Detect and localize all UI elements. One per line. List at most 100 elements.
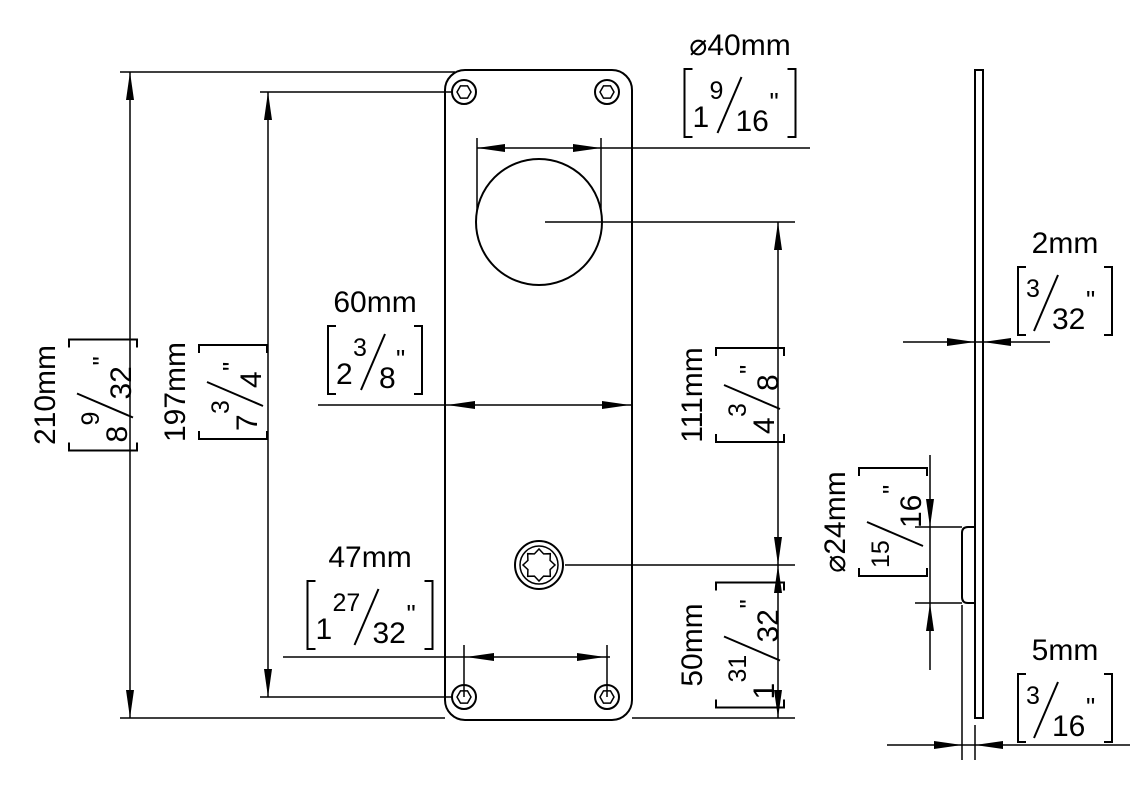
inch-denominator: 4 xyxy=(235,371,268,388)
side-plate xyxy=(974,69,984,719)
spindle-inner xyxy=(519,545,559,585)
arrowhead xyxy=(573,144,601,152)
fraction-slash xyxy=(716,76,743,134)
inch-denominator: 32 xyxy=(105,366,138,399)
metric-value: ⌀40mm xyxy=(689,29,790,62)
arrowhead xyxy=(774,690,782,718)
arrowhead xyxy=(602,401,630,409)
hex-socket-icon xyxy=(456,690,472,704)
inch-denominator: 8 xyxy=(752,374,785,391)
inch-numerator: 31 xyxy=(724,655,752,683)
inch-whole: 4 xyxy=(748,417,781,434)
metric-value: 50mm xyxy=(676,603,709,686)
fraction-slash xyxy=(360,333,386,391)
inch-mark: " xyxy=(217,362,247,371)
inch-mark: " xyxy=(1086,692,1095,722)
hex-socket-icon xyxy=(599,690,615,704)
arrowhead xyxy=(264,92,272,120)
fraction-slash xyxy=(1033,274,1059,332)
inch-denominator: 16 xyxy=(895,495,928,528)
inch-denominator: 32 xyxy=(752,609,785,642)
arrowhead xyxy=(926,603,934,631)
metric-value: ⌀24mm xyxy=(819,471,852,572)
arrowhead xyxy=(774,222,782,250)
fraction-slash xyxy=(866,521,924,547)
fraction-slash xyxy=(76,392,134,419)
inch-whole: 1 xyxy=(748,683,781,700)
inch-numerator: 9 xyxy=(710,77,724,105)
inch-denominator: 8 xyxy=(379,362,396,395)
bracket xyxy=(68,338,138,452)
inch-mark: " xyxy=(1086,285,1095,315)
inch-whole: 1 xyxy=(316,613,333,646)
metric-value: 5mm xyxy=(1032,634,1099,667)
dim-label-total-depth: 5mm 3 16" xyxy=(1017,634,1113,743)
inch-denominator: 32 xyxy=(1052,303,1085,336)
fraction-slash xyxy=(353,588,380,646)
inch-numerator: 3 xyxy=(1026,682,1040,710)
arrowhead xyxy=(126,690,134,718)
inch-mark: " xyxy=(734,599,764,608)
bracket xyxy=(683,68,797,138)
side-boss xyxy=(961,526,975,604)
arrowhead xyxy=(983,338,1011,346)
spindle-hole xyxy=(514,540,564,590)
fraction-slash xyxy=(723,384,781,410)
plate-outline xyxy=(444,69,633,721)
inch-numerator: 3 xyxy=(353,334,367,362)
inch-denominator: 16 xyxy=(736,105,769,138)
dimension-labels: ⌀40mm1916"60mm238"47mm12732"2mm332"5mm31… xyxy=(29,29,1113,743)
metric-value: 60mm xyxy=(333,286,416,319)
arrowhead xyxy=(934,741,962,749)
bracket xyxy=(1017,673,1113,743)
arrowhead xyxy=(774,565,782,593)
inch-numerator: 3 xyxy=(1026,275,1040,303)
arrowhead xyxy=(126,72,134,100)
inch-numerator: 3 xyxy=(724,403,752,417)
metric-value: 2mm xyxy=(1032,227,1099,260)
inch-mark: " xyxy=(87,356,117,365)
fraction-slash xyxy=(206,381,264,407)
bracket xyxy=(198,344,268,440)
inch-whole: 2 xyxy=(336,358,353,391)
arrowhead xyxy=(264,669,272,697)
arrowhead xyxy=(774,537,782,565)
metric-value: 197mm xyxy=(159,342,192,442)
screw-head xyxy=(594,79,620,105)
dimension-lines xyxy=(120,71,1130,760)
inch-mark: " xyxy=(770,87,779,117)
fraction-slash xyxy=(1033,681,1059,739)
metric-value: 47mm xyxy=(328,541,411,574)
inch-denominator: 32 xyxy=(373,617,406,650)
inch-numerator: 9 xyxy=(77,412,105,426)
inch-whole: 1 xyxy=(693,101,710,134)
inch-mark: " xyxy=(877,485,907,494)
bracket xyxy=(327,325,423,395)
inch-whole: 7 xyxy=(231,414,264,431)
arrowhead xyxy=(926,499,934,527)
bracket xyxy=(306,580,434,650)
spindle-star-icon xyxy=(521,547,557,583)
dim-label-plate-thickness: 2mm 3 32" xyxy=(1017,227,1113,336)
front-view xyxy=(444,69,633,721)
arrowhead xyxy=(466,653,494,661)
bracket xyxy=(715,347,785,443)
inch-whole: 8 xyxy=(101,426,134,443)
arrowhead xyxy=(577,653,605,661)
inch-numerator: 15 xyxy=(867,540,895,568)
hex-socket-icon xyxy=(599,85,615,99)
arrowhead xyxy=(447,401,475,409)
fraction-slash xyxy=(723,635,781,662)
bracket xyxy=(1017,266,1113,336)
inch-mark: " xyxy=(407,599,416,629)
hex-socket-icon xyxy=(456,85,472,99)
inch-denominator: 16 xyxy=(1052,710,1085,743)
inch-numerator: 27 xyxy=(333,589,361,617)
